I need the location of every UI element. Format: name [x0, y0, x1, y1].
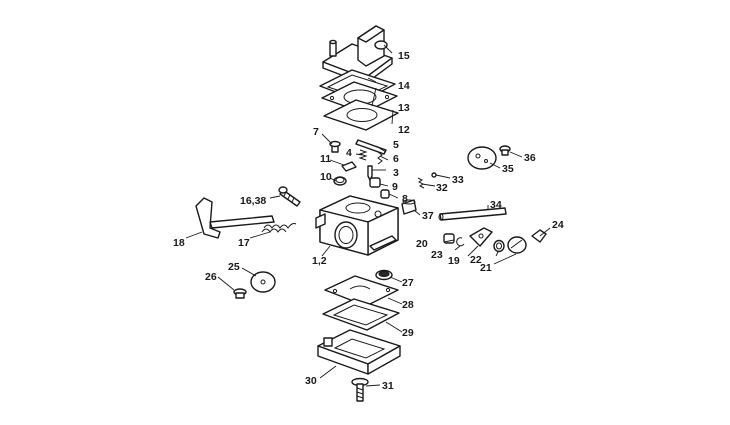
part-11-seal [341, 161, 357, 172]
label-13: 13 [398, 102, 410, 114]
part-18-choke-lever [195, 197, 275, 239]
part-19-lever [469, 227, 493, 247]
label-1-2: 1,2 [312, 255, 327, 267]
label-6: 6 [393, 153, 399, 165]
part-30-end-cover [317, 329, 401, 375]
part-10-plug [333, 176, 347, 186]
label-26: 26 [205, 271, 217, 283]
label-28: 28 [402, 299, 414, 311]
label-34: 34 [490, 199, 502, 211]
part-12-gasket-frame [323, 99, 399, 131]
label-8: 8 [402, 193, 408, 205]
label-22: 22 [470, 254, 482, 266]
label-9: 9 [392, 181, 398, 193]
label-36: 36 [524, 152, 536, 164]
part-16-38-adjusting-screw [278, 186, 301, 207]
label-17: 17 [238, 237, 250, 249]
label-3: 3 [393, 167, 399, 179]
part-26-screw [233, 288, 247, 299]
part-37-bushing [401, 199, 417, 215]
label-18: 18 [173, 237, 185, 249]
label-37: 37 [422, 210, 434, 222]
part-27-filter-screen [375, 269, 393, 281]
label-12: 12 [398, 124, 410, 136]
label-21: 21 [480, 262, 492, 274]
label-23: 23 [431, 249, 443, 261]
label-33: 33 [452, 174, 464, 186]
part-36-screw [499, 145, 511, 156]
part-32-spring [417, 177, 425, 189]
leader-lines [185, 44, 551, 387]
label-24: 24 [552, 219, 564, 231]
label-32: 32 [436, 182, 448, 194]
part-35-throttle-plate [467, 146, 497, 170]
label-15: 15 [398, 50, 410, 62]
label-4: 4 [346, 147, 352, 159]
part-17-spring [261, 223, 297, 233]
part-29-diaphragm [322, 298, 400, 331]
part-34-throttle-shaft [438, 207, 507, 221]
label-25: 25 [228, 261, 240, 273]
part-33-ball [431, 172, 437, 178]
label-31: 31 [382, 380, 394, 392]
label-20: 20 [416, 238, 428, 250]
label-10: 10 [320, 171, 332, 183]
label-27: 27 [402, 277, 414, 289]
part-31-screw [351, 377, 369, 402]
part-23-clip [456, 237, 465, 247]
part-5-needle-lever [355, 139, 387, 155]
part-21-cap [507, 236, 527, 254]
label-5: 5 [393, 139, 399, 151]
label-29: 29 [402, 327, 414, 339]
label-14: 14 [398, 80, 410, 92]
part-24-screw [531, 229, 547, 243]
part-1-2-carburetor-body [315, 195, 399, 256]
part-8-bushing [380, 189, 390, 199]
part-9-bushing [369, 177, 381, 188]
part-22-washer [493, 239, 505, 253]
label-30: 30 [305, 375, 317, 387]
label-19: 19 [448, 255, 460, 267]
part-7-screw [329, 140, 341, 153]
part-6-pin [377, 151, 383, 165]
label-35: 35 [502, 163, 514, 175]
label-11: 11 [320, 153, 331, 165]
part-4-spring [358, 149, 368, 161]
label-16-38: 16,38 [240, 195, 266, 207]
part-labels: 15 14 13 12 7 5 4 6 11 3 10 9 8 16,38 37… [173, 50, 564, 392]
label-7: 7 [313, 126, 319, 138]
part-25-plate [250, 271, 276, 293]
